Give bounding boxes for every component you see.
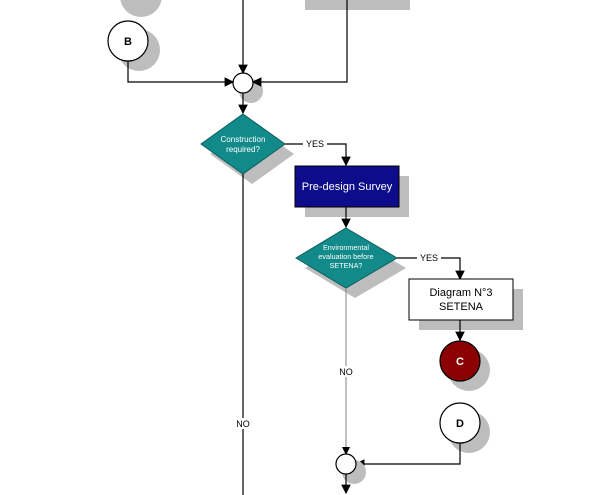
construction-decision-line1: Construction — [221, 135, 266, 144]
predesign-survey-box[interactable] — [294, 165, 400, 208]
diagram3-setena-box[interactable] — [408, 278, 514, 321]
environmental-yes-label-bg — [417, 252, 441, 263]
construction-decision-line2: required? — [226, 145, 260, 154]
environmental-decision-line3: SETENA? — [330, 261, 363, 270]
construction-yes-label-bg — [303, 138, 327, 149]
construction-yes-label: YES — [306, 139, 324, 149]
connector-c-label: C — [456, 356, 464, 368]
construction-no-label: NO — [236, 419, 250, 429]
merge-node-2 — [335, 453, 357, 475]
connector-c[interactable] — [439, 340, 481, 382]
construction-no-label-bg — [234, 418, 252, 429]
right-to-merge-line — [251, 0, 348, 87]
b-to-merge-line — [127, 61, 235, 87]
diagram3-setena-line1: Diagram N°3 — [429, 287, 492, 299]
environmental-decision-line2: evaluation before — [318, 252, 373, 261]
d-to-merge-line — [354, 443, 461, 469]
merge-node-1 — [232, 72, 254, 94]
top-connector-shadow — [120, 0, 162, 17]
diagram3-setena-line2: SETENA — [439, 301, 484, 313]
connector-d-label: D — [456, 418, 464, 430]
environmental-no-label-bg — [337, 366, 355, 377]
top-process-shadow — [305, 0, 410, 10]
environmental-yes-label: YES — [420, 253, 438, 263]
connector-b-label: B — [124, 36, 132, 48]
environmental-no-label: NO — [339, 367, 353, 377]
environmental-decision-line1: Environmental — [323, 243, 369, 252]
predesign-survey-label: Pre-design Survey — [302, 181, 393, 193]
